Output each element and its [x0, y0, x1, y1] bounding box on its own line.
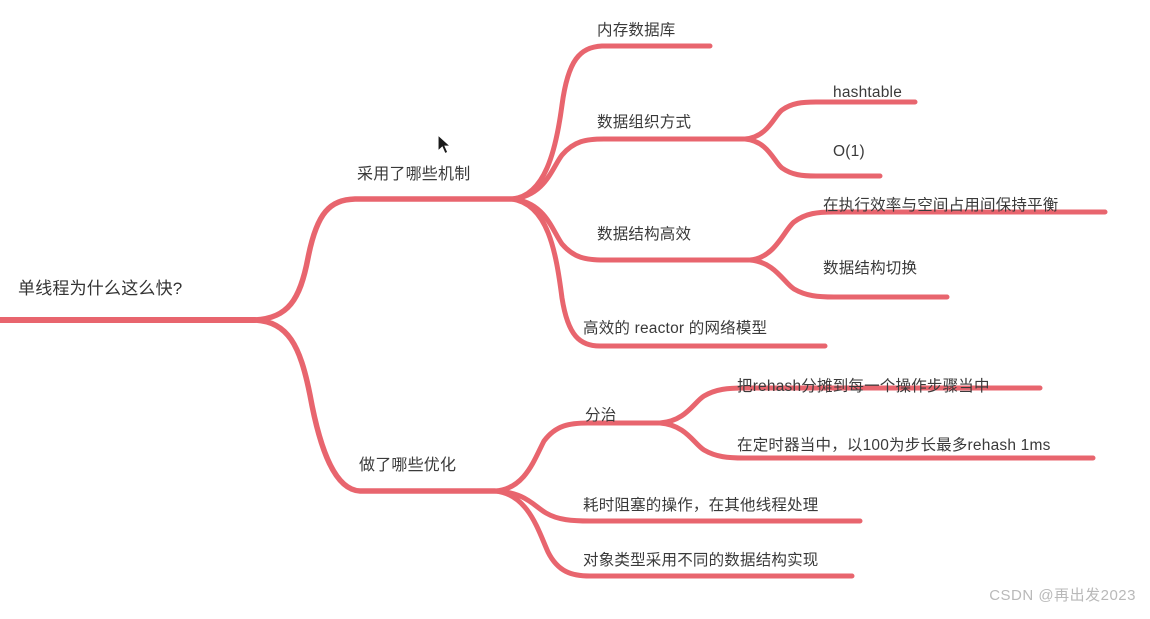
- mindmap-node-rehash-timer-step[interactable]: 在定时器当中，以100为步长最多rehash 1ms: [737, 437, 1051, 454]
- edge-branch2-to-divide: [492, 420, 663, 494]
- mindmap-node-balance-efficiency-space[interactable]: 在执行效率与空间占用间保持平衡: [823, 197, 1059, 214]
- mindmap-node-data-structure-switch[interactable]: 数据结构切换: [823, 260, 918, 277]
- mindmap-node-blocking-ops-other-threads[interactable]: 耗时阻塞的操作，在其他线程处理: [583, 497, 819, 514]
- mindmap-node-o1-complexity[interactable]: O(1): [833, 143, 865, 160]
- edge-dataorg-to-hashtable: [742, 99, 918, 142]
- mindmap-node-object-type-data-structures[interactable]: 对象类型采用不同的数据结构实现: [583, 552, 819, 569]
- csdn-watermark: CSDN @再出发2023: [989, 587, 1136, 604]
- mindmap-node-root[interactable]: 单线程为什么这么快?: [18, 279, 183, 298]
- mindmap-node-mechanisms[interactable]: 采用了哪些机制: [357, 166, 471, 183]
- edge-dsefficient-to-balance: [747, 209, 1108, 263]
- mindmap-node-divide-and-conquer[interactable]: 分治: [585, 407, 617, 424]
- mindmap-node-data-organization[interactable]: 数据组织方式: [597, 114, 692, 131]
- mindmap-node-reactor-network-model[interactable]: 高效的 reactor 的网络模型: [583, 320, 768, 337]
- mindmap-node-memory-database[interactable]: 内存数据库: [597, 22, 676, 39]
- mindmap-node-rehash-amortized[interactable]: 把rehash分摊到每一个操作步骤当中: [737, 378, 990, 395]
- edge-root-to-branch1: [252, 196, 515, 323]
- mindmap-node-optimizations[interactable]: 做了哪些优化: [359, 457, 457, 474]
- mindmap-node-hashtable[interactable]: hashtable: [833, 84, 903, 101]
- mindmap-node-data-structure-efficiency[interactable]: 数据结构高效: [597, 226, 692, 243]
- edge-branch1-to-dataorg: [509, 136, 748, 202]
- mouse-pointer-icon: [437, 134, 452, 155]
